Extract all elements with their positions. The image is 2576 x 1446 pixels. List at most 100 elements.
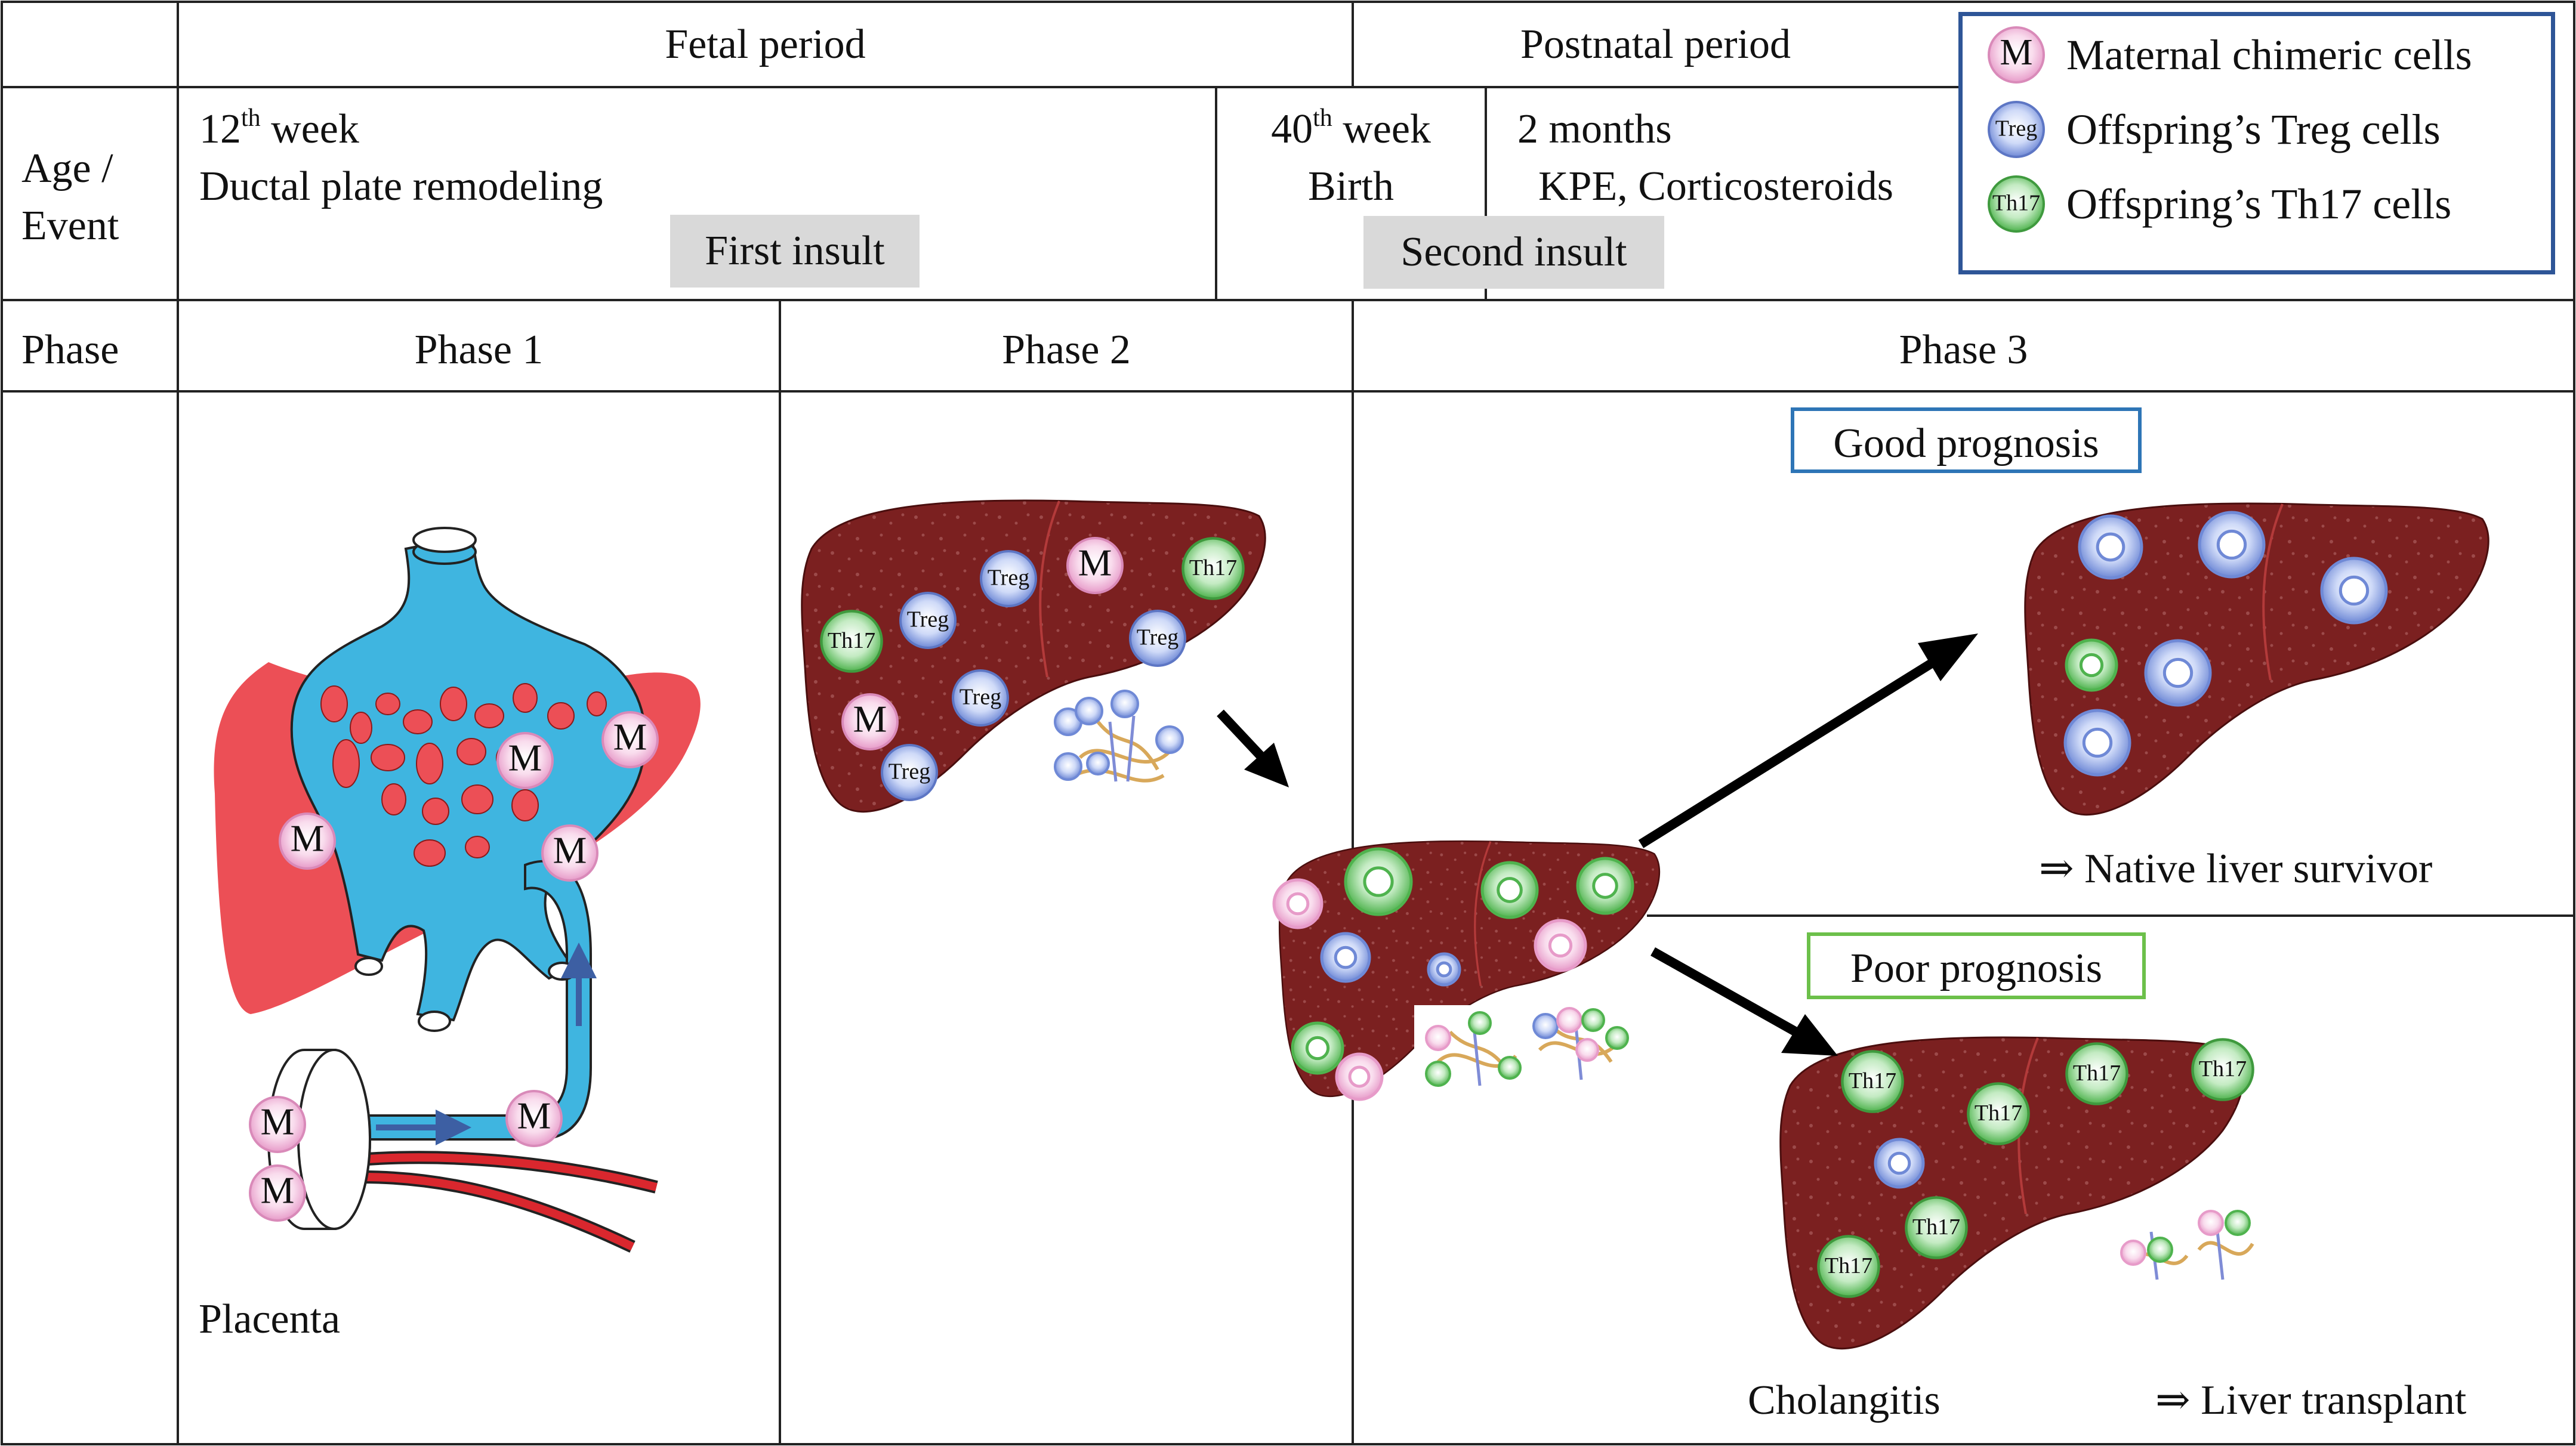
poor-prognosis-box: Poor prognosis	[1807, 932, 2146, 999]
th17-cell: Th17	[1966, 1081, 2031, 1147]
cell-symbol: M	[613, 716, 647, 758]
cell-symbol: M	[553, 829, 587, 872]
treg-cell	[2063, 709, 2131, 777]
flow-arrows	[1217, 634, 1978, 1056]
treg-cell-icon: Treg	[1986, 100, 2046, 159]
cell-symbol: M	[517, 1095, 551, 1137]
phase3-label: Phase 3	[1899, 327, 2028, 373]
treg-cell: Treg	[898, 591, 958, 650]
maternal-cell: M	[840, 692, 900, 752]
maternal-cell: M	[495, 731, 555, 790]
legend-item-maternal: M Maternal chimeric cells	[1986, 22, 2472, 88]
cell-symbol: M	[508, 737, 542, 779]
th17-cell: Th17	[1840, 1049, 1905, 1114]
treg-cell	[2198, 511, 2266, 579]
cell-symbol: Th17	[1975, 1101, 2022, 1126]
cell-symbol: Treg	[1995, 116, 2037, 141]
maternal-cell: M	[248, 1095, 307, 1154]
maternal-cell: M	[600, 710, 660, 770]
th17-cell: Th17	[819, 608, 884, 674]
age-event-label-line1: Age /	[21, 146, 113, 191]
treg-cell: Treg	[979, 549, 1038, 608]
maternal-cell	[1272, 878, 1324, 929]
treg-cell	[2078, 514, 2143, 580]
treg-cell	[1874, 1138, 1925, 1189]
cell-symbol: M	[261, 1169, 295, 1212]
legend: M Maternal chimeric cells Treg Offspring…	[1958, 12, 2555, 274]
th17-cell: Th17	[2190, 1037, 2256, 1102]
maternal-cell: M	[1065, 536, 1125, 595]
cell-symbol: Th17	[2199, 1056, 2247, 1082]
cell-symbol: Th17	[2073, 1061, 2121, 1086]
treg-cell: Treg	[1128, 608, 1187, 668]
cell-symbol: M	[1078, 542, 1112, 584]
ductal-plate-label: Ductal plate remodeling	[199, 163, 603, 209]
cell-symbol: Th17	[1825, 1253, 1872, 1278]
two-months-label: 2 months	[1517, 106, 1672, 152]
maternal-cell: M	[540, 823, 600, 883]
cell-symbol: Treg	[889, 759, 930, 784]
postnatal-period-header: Postnatal period	[1520, 21, 1791, 67]
cell-symbol: Treg	[1137, 625, 1179, 650]
th17-cell-icon: Th17	[1986, 174, 2046, 234]
th17-cell: Th17	[1180, 536, 1246, 601]
placenta-label: Placenta	[199, 1296, 341, 1342]
maternal-cell	[1335, 1052, 1384, 1101]
phase1-illustration	[214, 527, 701, 1253]
legend-label-th17: Offspring’s Th17 cells	[2066, 180, 2452, 228]
cell-symbol: Th17	[1849, 1068, 1896, 1093]
plain-cells	[1272, 511, 2388, 1189]
treg-cell	[1320, 932, 1371, 983]
treg-cell: Treg	[880, 743, 939, 802]
treg-cell	[2320, 557, 2388, 625]
th17-cell	[1576, 857, 1634, 915]
treg-cell: Treg	[951, 668, 1010, 728]
cell-symbol: Treg	[907, 607, 949, 632]
cell-symbol: M	[291, 817, 325, 860]
first-insult-badge: First insult	[670, 215, 920, 288]
cell-symbol: M	[261, 1101, 295, 1143]
cell-symbol: M	[853, 698, 887, 740]
maternal-cell: M	[504, 1089, 564, 1148]
second-insult-badge: Second insult	[1363, 216, 1664, 289]
cholangitis-label: Cholangitis	[1748, 1377, 1941, 1423]
th17-cell	[1344, 847, 1413, 916]
phase-row-label: Phase	[21, 327, 119, 373]
legend-item-treg: Treg Offspring’s Treg cells	[1986, 97, 2441, 162]
week12-label: 12th week	[199, 104, 359, 152]
cell-symbol: Th17	[1992, 191, 2040, 216]
treg-cell	[1427, 952, 1461, 987]
cell-symbol: Th17	[828, 628, 875, 653]
bile-duct-cluster-phase3	[1414, 1005, 1641, 1095]
treg-cell	[2144, 639, 2212, 707]
th17-cell: Th17	[1904, 1195, 1969, 1260]
native-liver-survivor-label: ⇒ Native liver survivor	[2039, 846, 2433, 892]
maternal-cell: M	[248, 1163, 307, 1223]
legend-label-maternal: Maternal chimeric cells	[2066, 30, 2472, 79]
week40-label: 40th week	[1271, 104, 1431, 152]
good-prognosis-box: Good prognosis	[1791, 407, 2142, 473]
maternal-cell-icon: M	[1986, 25, 2046, 85]
th17-cell: Th17	[1816, 1234, 1881, 1299]
fetal-period-header: Fetal period	[665, 21, 866, 67]
birth-label: Birth	[1308, 163, 1394, 209]
cell-symbol: Treg	[988, 566, 1029, 591]
th17-cell	[1480, 861, 1539, 919]
legend-label-treg: Offspring’s Treg cells	[2066, 105, 2441, 153]
bile-duct-cluster-poor	[2109, 1208, 2259, 1291]
legend-item-th17: Th17 Offspring’s Th17 cells	[1986, 171, 2451, 237]
th17-cell: Th17	[2064, 1041, 2130, 1107]
cell-symbol: M	[2000, 32, 2032, 73]
phase1-label: Phase 1	[414, 327, 544, 373]
th17-cell	[1291, 1021, 1344, 1075]
cell-symbol: Th17	[1912, 1215, 1960, 1240]
maternal-cell: M	[277, 811, 337, 871]
phase2-label: Phase 2	[1002, 327, 1131, 373]
liver-transplant-label: ⇒ Liver transplant	[2155, 1377, 2467, 1423]
bile-duct-cluster-phase2	[1050, 690, 1193, 793]
cell-symbol: Th17	[1189, 555, 1237, 580]
kpe-label: KPE, Corticosteroids	[1538, 163, 1893, 209]
maternal-cell	[1534, 919, 1587, 972]
